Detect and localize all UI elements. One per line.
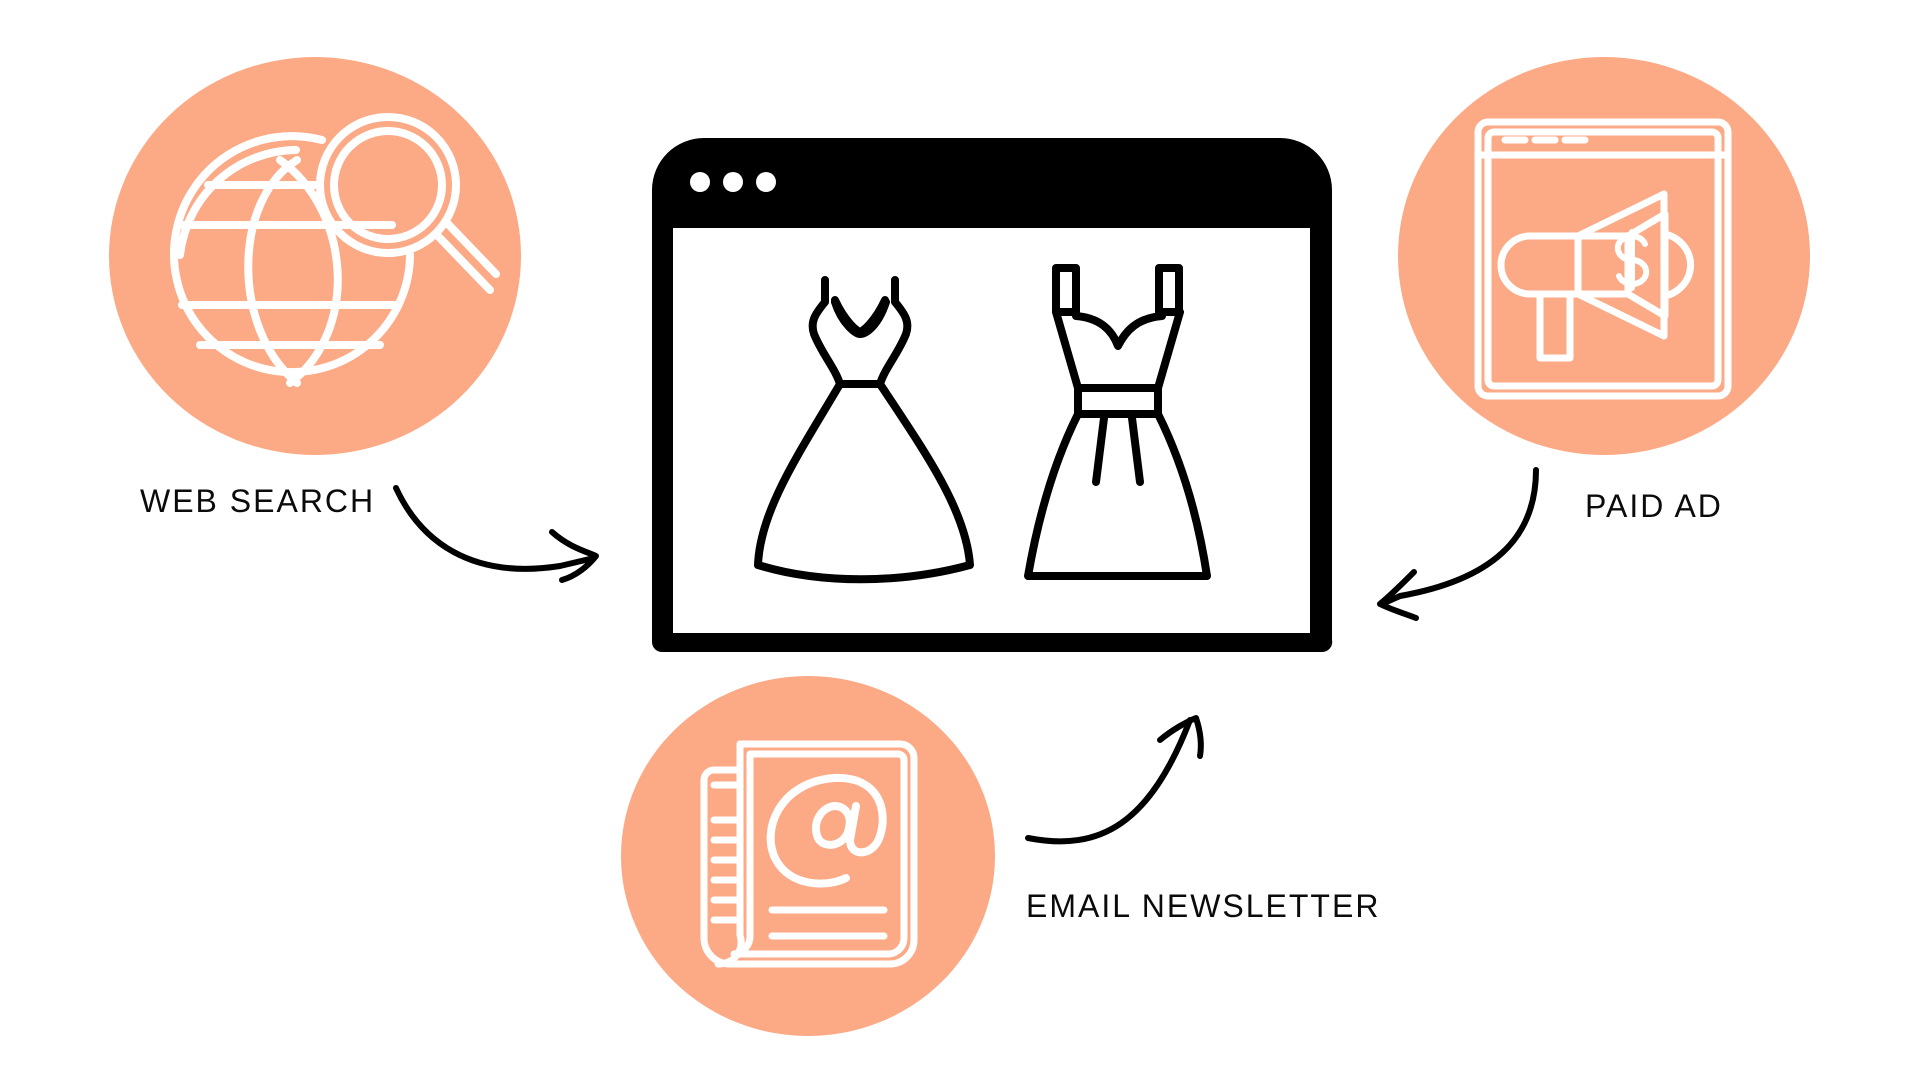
email-newsletter-circle [621, 676, 995, 1036]
browser-content-area [673, 228, 1310, 633]
globe-magnifier-icon [170, 113, 500, 387]
window-dot [723, 172, 743, 192]
window-dot [690, 172, 710, 192]
dress-icon-left [754, 276, 974, 584]
at-newspaper-icon [700, 740, 918, 968]
window-dot [756, 172, 776, 192]
dress-icon-right [1024, 264, 1211, 580]
arrow-web-search-to-store [393, 485, 599, 583]
arrow-paid-ad-to-store [1377, 467, 1539, 621]
megaphone-dollar-icon [1474, 118, 1732, 400]
web-search-label: WEB SEARCH [140, 483, 376, 519]
web-search-circle [109, 57, 521, 455]
email-newsletter-label: EMAIL NEWSLETTER [1026, 888, 1381, 924]
paid-ad-label: PAID AD [1585, 488, 1723, 524]
arrow-newsletter-to-store [1025, 715, 1204, 845]
storefront-window [652, 138, 1333, 653]
